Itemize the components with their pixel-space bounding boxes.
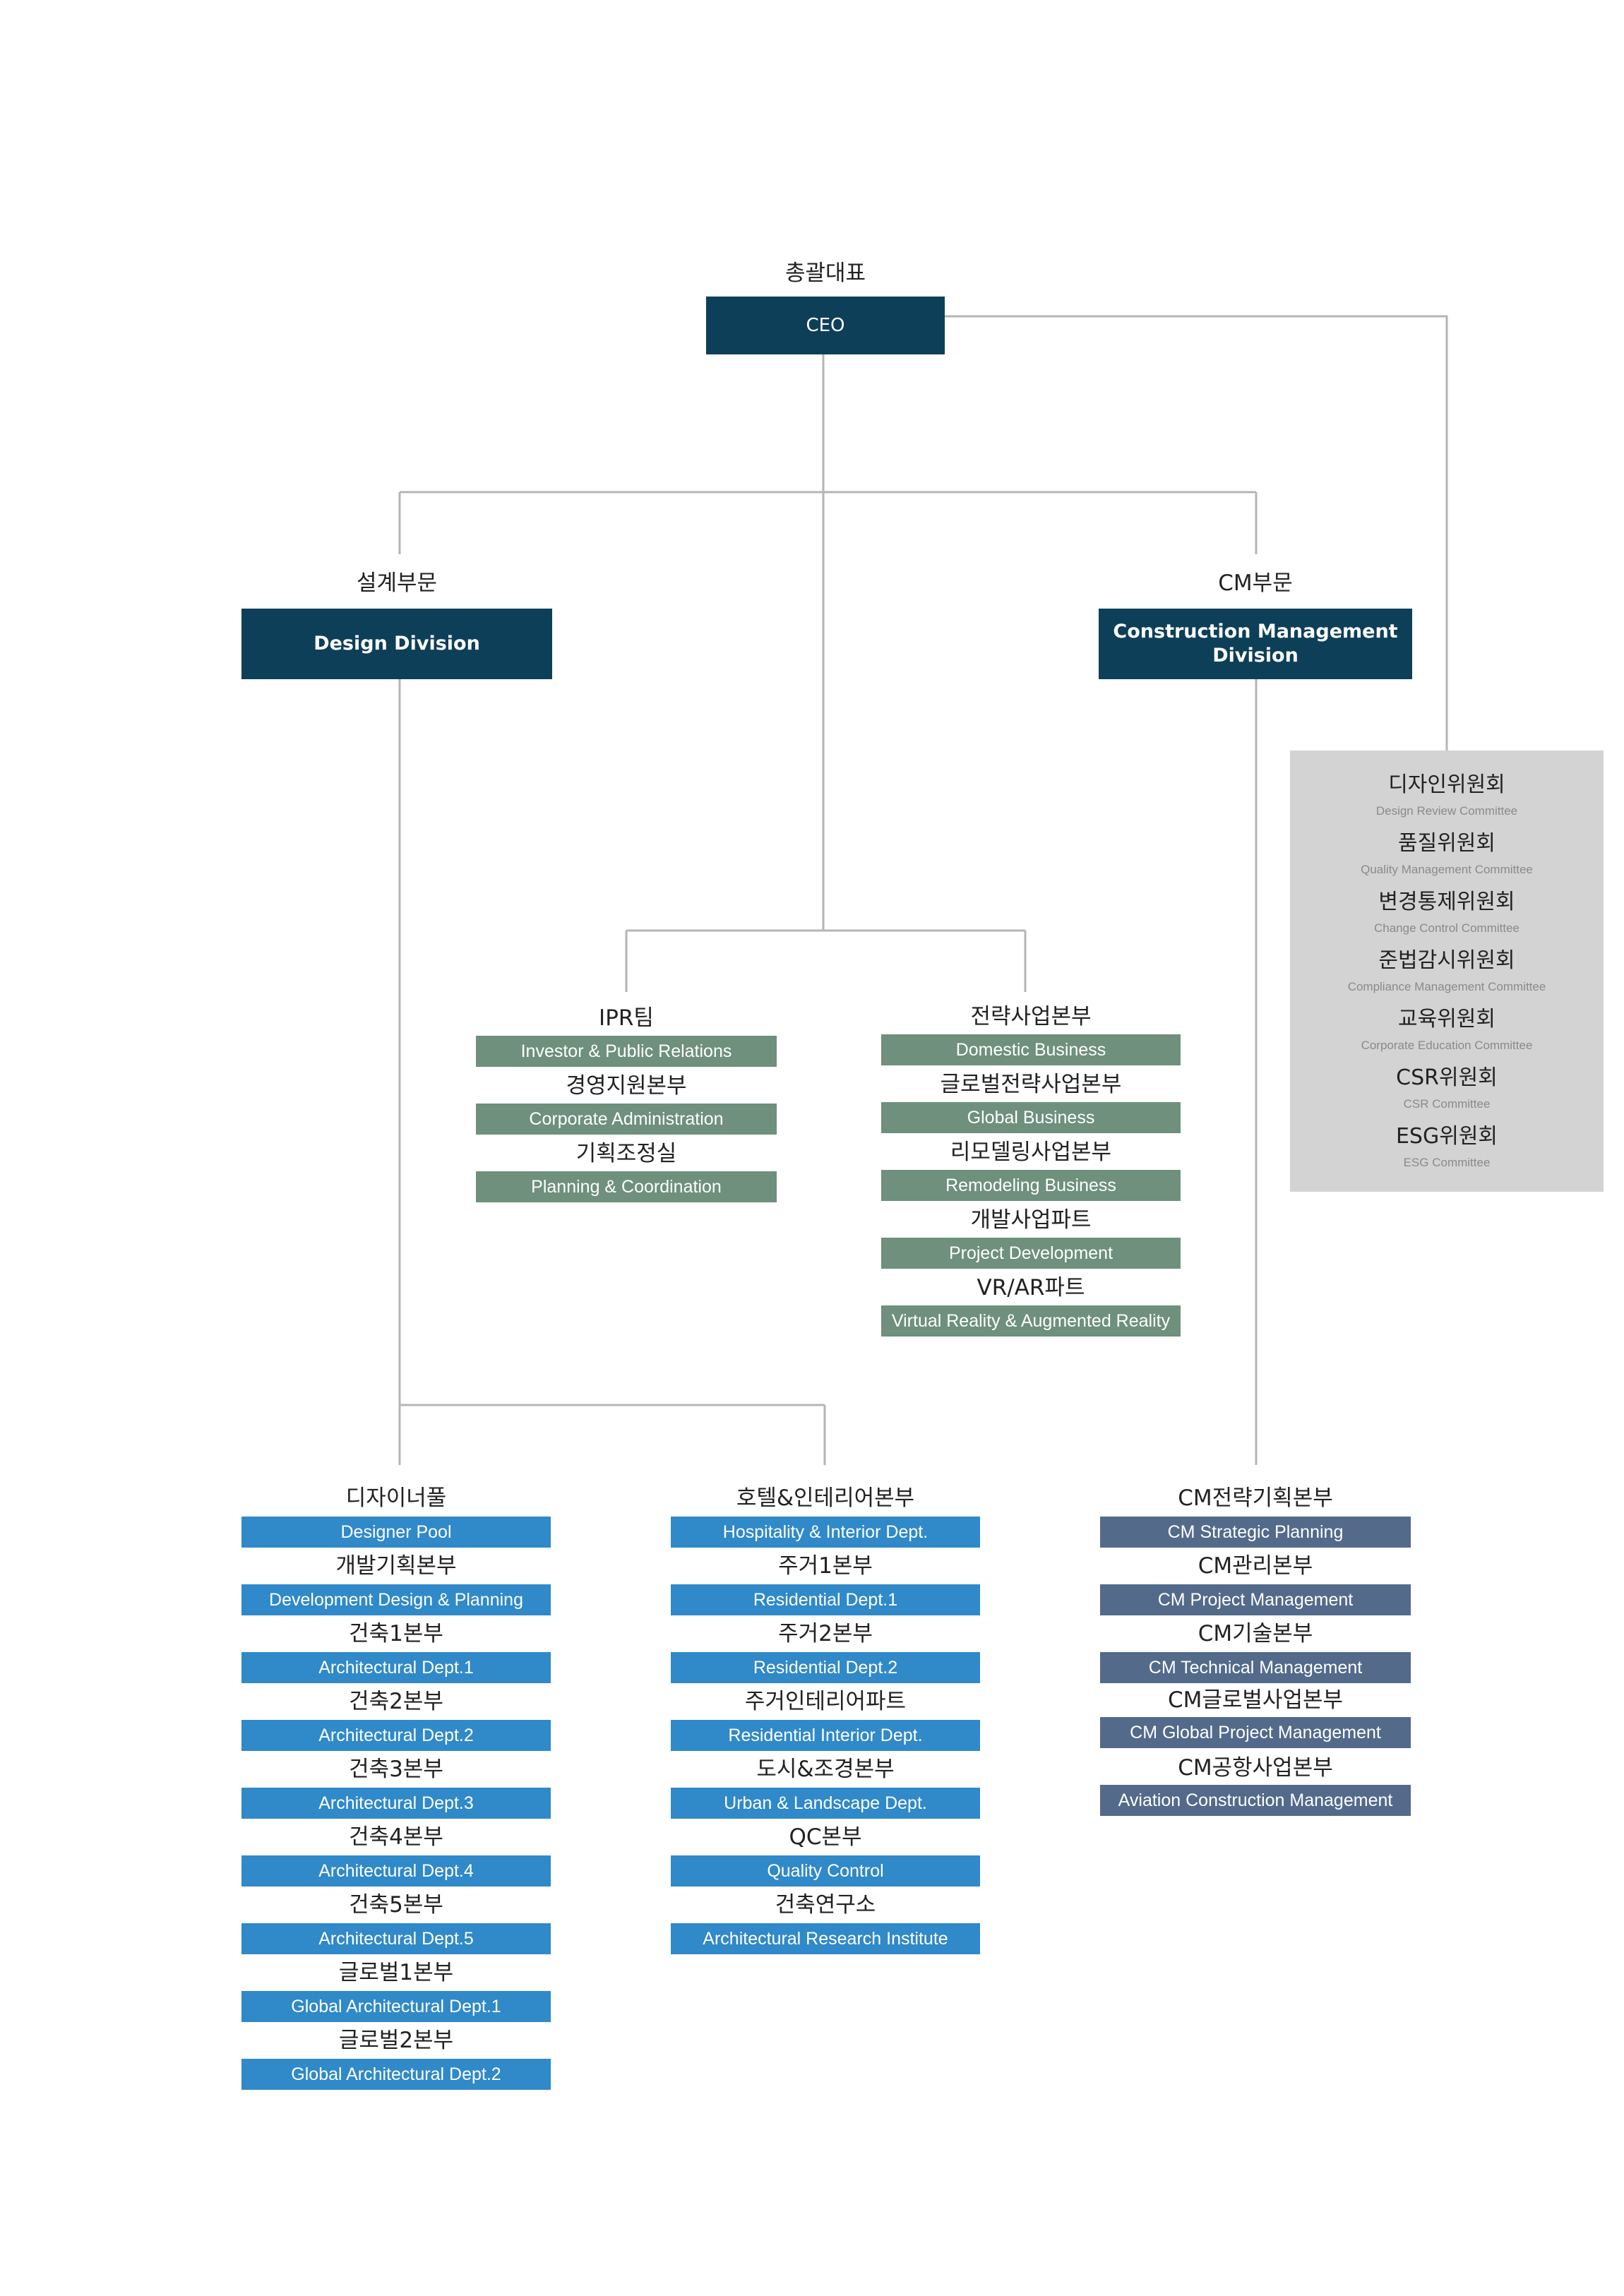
cm-dept-ko: CM전략기획본부 (1178, 1485, 1333, 1511)
hotel-dept-ko: 주거인테리어파트 (744, 1689, 907, 1714)
strategy-unit-ko: 리모델링사업본부 (950, 1140, 1112, 1165)
hotel-dept-box: Hospitality & Interior Dept. (671, 1517, 980, 1548)
hotel-dept-box: Residential Dept.2 (671, 1652, 980, 1683)
design-dept-box: Architectural Dept.3 (241, 1788, 551, 1819)
committee-en: Design Review Committee (1375, 804, 1518, 818)
planning-coordination-box: Planning & Coordination (476, 1171, 777, 1202)
hotel-dept-ko: 호텔&인테리어본부 (736, 1485, 915, 1511)
committee-en: Change Control Committee (1374, 921, 1519, 935)
committee-ko: 준법감시위원회 (1378, 948, 1515, 973)
design-dept-box: Global Architectural Dept.1 (241, 1991, 551, 2022)
strategy-unit-box: Domestic Business (881, 1034, 1181, 1065)
committee-ko: 변경통제위원회 (1378, 890, 1515, 914)
design-dept-box: Development Design & Planning (241, 1584, 551, 1615)
committee-ko: ESG위원회 (1395, 1124, 1498, 1149)
design-dept-ko: 건축3본부 (349, 1757, 443, 1782)
design-dept-box: Architectural Dept.1 (241, 1652, 551, 1683)
hotel-dept-box: Quality Control (671, 1855, 980, 1887)
committee-en: ESG Committee (1403, 1156, 1491, 1169)
hotel-dept-ko: 도시&조경본부 (756, 1757, 895, 1782)
hotel-dept-box: Residential Dept.1 (671, 1584, 980, 1615)
committee-en: CSR Committee (1403, 1097, 1491, 1111)
strategy-unit-ko: 개발사업파트 (970, 1207, 1092, 1233)
design-dept-box: Global Architectural Dept.2 (241, 2059, 551, 2090)
hotel-dept-box: Urban & Landscape Dept. (671, 1788, 980, 1819)
design-dept-ko: 건축1본부 (349, 1621, 443, 1646)
design-dept-ko: 디자이너풀 (345, 1485, 447, 1511)
design-dept-ko: 개발기획본부 (335, 1553, 457, 1579)
cm-dept-ko: CM기술본부 (1198, 1621, 1313, 1646)
strategy-unit-ko: 전략사업본부 (970, 1004, 1092, 1029)
committee-ko: 품질위원회 (1398, 831, 1495, 856)
design-dept-ko: 건축4본부 (349, 1824, 443, 1850)
design-dept-ko: 건축5본부 (349, 1892, 443, 1918)
committee-ko: CSR위원회 (1396, 1065, 1498, 1090)
design-division-box: Design Division (241, 609, 552, 679)
design-dept-box: Designer Pool (241, 1517, 551, 1548)
corporate-admin-ko: 경영지원본부 (566, 1073, 687, 1099)
ipr-team-box: Investor & Public Relations (476, 1036, 777, 1067)
hotel-dept-box: Residential Interior Dept. (671, 1720, 980, 1751)
design-dept-ko: 건축2본부 (349, 1689, 443, 1714)
committee-link-line (945, 315, 1448, 751)
cm-dept-box: CM Technical Management (1100, 1652, 1411, 1683)
design-dept-box: Architectural Dept.5 (241, 1923, 551, 1954)
design-dept-ko: 글로벌1본부 (338, 1960, 454, 1985)
hotel-dept-ko: QC본부 (789, 1824, 862, 1850)
cm-dept-ko: CM공항사업본부 (1178, 1755, 1333, 1781)
strategy-unit-box: Virtual Reality & Augmented Reality (881, 1305, 1181, 1337)
committee-panel: 디자인위원회 Design Review Committee 품질위원회 Qua… (1290, 751, 1604, 1192)
cm-division-label-line2: Division (1212, 645, 1298, 666)
hotel-dept-ko: 주거1본부 (778, 1553, 873, 1579)
strategy-unit-box: Project Development (881, 1238, 1181, 1269)
hotel-dept-ko: 주거2본부 (778, 1621, 873, 1646)
committee-en: Compliance Management Committee (1347, 980, 1546, 993)
hotel-dept-box: Architectural Research Institute (671, 1923, 980, 1954)
ceo-title-ko: 총괄대표 (784, 261, 866, 286)
committee-en: Corporate Education Committee (1361, 1039, 1533, 1052)
design-division-title-ko: 설계부문 (356, 570, 438, 596)
planning-coordination-ko: 기획조정실 (575, 1141, 677, 1166)
design-dept-box: Architectural Dept.2 (241, 1720, 551, 1751)
cm-division-box: Construction Management Division (1099, 609, 1412, 679)
ipr-team-ko: IPR팀 (599, 1005, 654, 1031)
cm-dept-box: Aviation Construction Management (1100, 1785, 1411, 1816)
committee-ko: 디자인위원회 (1388, 772, 1505, 797)
strategy-unit-box: Global Business (881, 1102, 1181, 1133)
design-dept-ko: 글로벌2본부 (338, 2028, 454, 2053)
ceo-box: CEO (706, 297, 945, 354)
cm-division-label-line1: Construction Management (1113, 621, 1398, 642)
cm-dept-ko: CM글로벌사업본부 (1167, 1687, 1344, 1713)
cm-dept-box: CM Project Management (1100, 1584, 1411, 1615)
hotel-dept-ko: 건축연구소 (775, 1892, 876, 1918)
cm-dept-box: CM Strategic Planning (1100, 1517, 1411, 1548)
cm-division-title-ko: CM부문 (1218, 570, 1293, 596)
strategy-unit-box: Remodeling Business (881, 1170, 1181, 1201)
cm-dept-ko: CM관리본부 (1198, 1553, 1313, 1579)
strategy-unit-ko: VR/AR파트 (977, 1275, 1085, 1301)
cm-dept-box: CM Global Project Management (1100, 1717, 1411, 1748)
committee-ko: 교육위원회 (1398, 1007, 1495, 1032)
design-dept-box: Architectural Dept.4 (241, 1855, 551, 1887)
corporate-admin-box: Corporate Administration (476, 1104, 777, 1135)
strategy-unit-ko: 글로벌전략사업본부 (940, 1072, 1122, 1097)
committee-en: Quality Management Committee (1361, 863, 1533, 876)
